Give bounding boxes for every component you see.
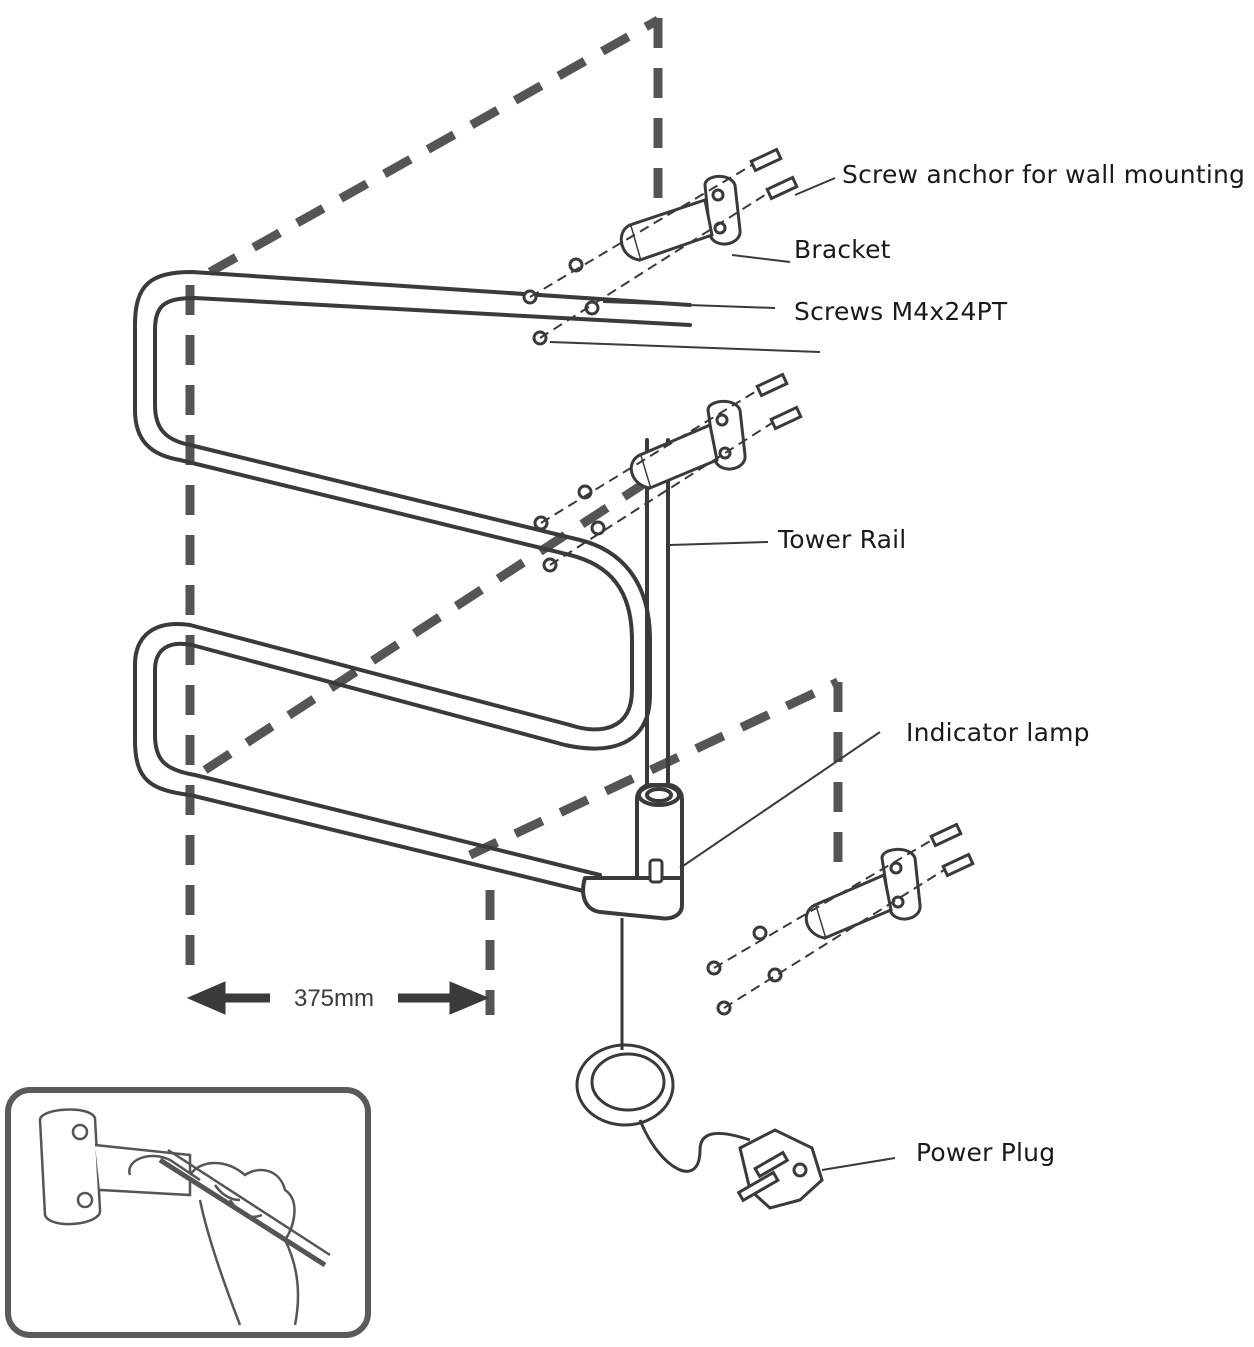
- callout-leaders: [549, 177, 896, 1171]
- wall-outline-top-diagonal: [207, 16, 661, 276]
- bracket-bottom: [706, 822, 975, 1016]
- leader-bracket: [731, 254, 791, 263]
- power-plug: [736, 1128, 824, 1210]
- leader-tower-rail: [669, 541, 769, 546]
- fixing-guides: [529, 164, 945, 1009]
- dimension-label: 375mm: [294, 985, 374, 1012]
- bracket-middle: [533, 372, 803, 573]
- wall-outline-middle-diagonal: [202, 466, 668, 774]
- leader-indicator-lamp: [679, 731, 881, 869]
- leader-screws: [602, 301, 776, 309]
- label-indicator-lamp: Indicator lamp: [906, 718, 1090, 747]
- label-bracket: Bracket: [794, 235, 891, 264]
- power-cable: [575, 918, 751, 1173]
- inset-bracket-illustration: [38, 1108, 201, 1226]
- tower-rail-tube: [133, 270, 692, 921]
- label-screw-anchor: Screw anchor for wall mounting: [842, 160, 1246, 189]
- leader-screw-anchor: [794, 177, 836, 196]
- indicator-lamp-window: [648, 858, 664, 884]
- wall-outline-lower-diagonal: [468, 677, 840, 860]
- inset-detail: [5, 1087, 371, 1338]
- bracket-top: [522, 147, 799, 346]
- leader-screws-lower: [549, 341, 821, 353]
- dimension-arrow: [186, 981, 490, 1015]
- label-tower-rail: Tower Rail: [778, 525, 907, 554]
- label-power-plug: Power Plug: [916, 1138, 1056, 1167]
- wall-outline-dashes: [185, 16, 843, 1015]
- inset-hand-illustration: [158, 1148, 331, 1326]
- leader-power-plug: [821, 1157, 896, 1171]
- label-screws: Screws M4x24PT: [794, 297, 1008, 326]
